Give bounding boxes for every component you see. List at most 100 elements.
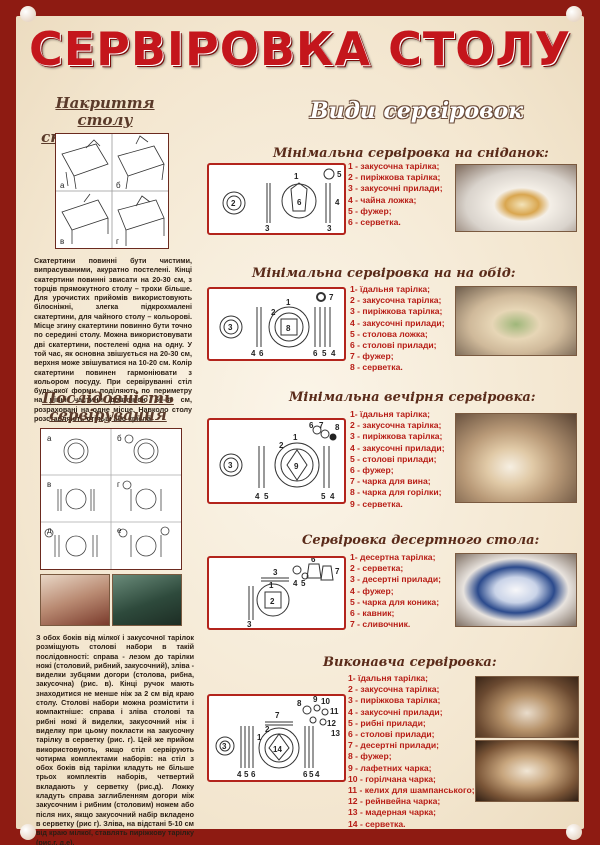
legend-item: 5 - столові прилади; — [350, 453, 437, 464]
sequence-step-v: в — [47, 480, 51, 489]
formal-num: 1 — [257, 733, 262, 742]
dessert-num: 3 — [247, 620, 252, 628]
corner-rivet-br — [566, 824, 582, 840]
lunch-diagram: 3 4 6 1 2 8 7 6 5 4 — [207, 287, 346, 361]
legend-item: 3 - закусочні прилади; — [348, 183, 443, 194]
dessert-num: 6 — [311, 558, 316, 564]
lunch-num: 6 — [259, 349, 264, 358]
evening-num: 5 — [321, 492, 326, 501]
lunch-num: 8 — [286, 324, 291, 333]
legend-item: 1- їдальня тарілка; — [350, 409, 431, 419]
corner-rivet-tl — [20, 6, 36, 22]
sequence-step-b: б — [117, 434, 122, 443]
breakfast-num: 6 — [297, 198, 302, 207]
formal-num: 8 — [297, 699, 302, 708]
breakfast-title: Мінімальна сервіровка на сніданок: — [273, 146, 549, 161]
formal-num: 4 — [315, 770, 320, 779]
breakfast-diagram: 2 1 6 5 4 3 3 — [207, 163, 346, 235]
legend-item: 11 - келих для шампанського; — [348, 785, 475, 796]
breakfast-num: 2 — [231, 199, 236, 208]
legend-item: 13 - мадерная чарка; — [348, 807, 437, 818]
formal-num: 3 — [222, 742, 227, 751]
formal-num: 6 — [303, 770, 308, 779]
corner-rivet-tr — [566, 6, 582, 22]
legend-item: 3 - десертні прилади; — [350, 574, 441, 585]
tablecloth-step-a: а — [60, 181, 65, 190]
dessert-legend: 1- десертна тарілка; 2 - серветка; 3 - д… — [350, 552, 441, 630]
dessert-num: 1 — [269, 581, 274, 590]
formal-title: Виконавча сервіровка: — [323, 655, 497, 670]
legend-item: 6 - серветка. — [348, 217, 401, 228]
formal-num: 12 — [327, 719, 336, 728]
lunch-num: 4 — [251, 349, 256, 358]
formal-diagram: 3 4 5 6 1 2 14 7 8 9 10 11 12 13 6 5 4 — [207, 694, 346, 782]
legend-item: 5 - фужер; — [348, 205, 392, 216]
legend-item: 1- їдальня тарілка; — [350, 284, 431, 294]
legend-item: 14 - серветка. — [348, 818, 406, 829]
formal-num: 7 — [275, 711, 280, 720]
legend-item: 5 - чарка для коника; — [350, 596, 440, 607]
sequence-photo-left — [40, 574, 110, 626]
legend-item: 8 - серветка. — [350, 362, 403, 373]
formal-num: 10 — [321, 697, 330, 706]
sequence-step-g: г — [117, 480, 120, 489]
evening-num: 4 — [255, 492, 260, 501]
serving-types-heading: Види сервіровок — [310, 98, 524, 124]
legend-item: 2 - закусочна тарілка; — [348, 684, 440, 695]
legend-item: 3 - пиріжкова тарілка; — [350, 431, 443, 442]
evening-legend: 1- їдальня тарілка; 2 - закусочна тарілк… — [350, 409, 445, 510]
formal-num: 9 — [313, 696, 318, 704]
legend-item: 6 - столові прилади; — [348, 729, 435, 740]
legend-item: 4 - закусочні прилади; — [350, 442, 445, 453]
legend-item: 5 - рибні прилади; — [348, 717, 426, 728]
dessert-num: 2 — [270, 597, 275, 606]
tablecloth-step-b: б — [116, 181, 121, 190]
lunch-num: 1 — [286, 298, 291, 307]
legend-item: 7 - чарка для вина; — [350, 476, 431, 487]
legend-item: 2 - закусочна тарілка; — [350, 295, 442, 306]
legend-item: 6 - кавник; — [350, 608, 395, 619]
formal-num: 5 — [309, 770, 314, 779]
breakfast-num: 1 — [294, 172, 299, 181]
dessert-photo — [455, 553, 577, 627]
legend-item: 4 - закусочні прилади; — [348, 706, 443, 717]
lunch-num: 3 — [228, 323, 233, 332]
lunch-num: 5 — [322, 349, 327, 358]
legend-item: 7 - десертні прилади; — [348, 740, 439, 751]
legend-item: 9 - серветка. — [350, 498, 403, 509]
legend-item: 8 - чарка для горілки; — [350, 487, 442, 498]
evening-num: 1 — [293, 433, 298, 442]
lunch-num: 6 — [313, 349, 318, 358]
formal-num: 4 — [237, 770, 242, 779]
lunch-title: Мінімальна сервіровка на на обід: — [252, 266, 516, 281]
legend-item: 12 - рейнвейна чарка; — [348, 796, 441, 807]
breakfast-legend: 1 - закусочна тарілка; 2 - пиріжкова тар… — [348, 161, 443, 228]
tablecloth-step-v: в — [60, 237, 64, 246]
sequence-step-e: е — [117, 526, 122, 535]
tablecloth-step-g: г — [116, 237, 119, 246]
legend-item: 7 - сливочник. — [350, 619, 411, 630]
lunch-num: 7 — [329, 293, 334, 302]
formal-num: 5 — [244, 770, 249, 779]
evening-num: 4 — [330, 492, 335, 501]
lunch-num: 4 — [331, 349, 336, 358]
legend-item: 2 - закусочна тарілка; — [350, 420, 442, 431]
legend-item: 9 - лафетних чарка; — [348, 762, 432, 773]
evening-diagram: 3 4 5 1 2 9 6 7 8 5 4 — [207, 418, 346, 504]
sequence-text: З обох боків від мілкої і закусочної тар… — [36, 633, 194, 845]
evening-num: 2 — [279, 441, 284, 450]
tablecloth-text: Скатертини повинні бути чистими, випрасу… — [34, 256, 192, 424]
corner-rivet-bl — [20, 824, 36, 840]
sequence-photo-right — [112, 574, 182, 626]
formal-num: 6 — [251, 770, 256, 779]
dessert-title: Сервіровка десертного стола: — [302, 533, 540, 548]
legend-item: 4 - чайна ложка; — [348, 194, 417, 205]
sequence-step-d: д — [47, 526, 52, 535]
breakfast-photo — [455, 164, 577, 232]
breakfast-num: 3 — [327, 224, 332, 233]
lunch-num: 2 — [271, 308, 276, 317]
evening-num: 7 — [319, 421, 324, 430]
evening-num: 8 — [335, 423, 340, 432]
formal-photo-bottom — [475, 740, 579, 802]
